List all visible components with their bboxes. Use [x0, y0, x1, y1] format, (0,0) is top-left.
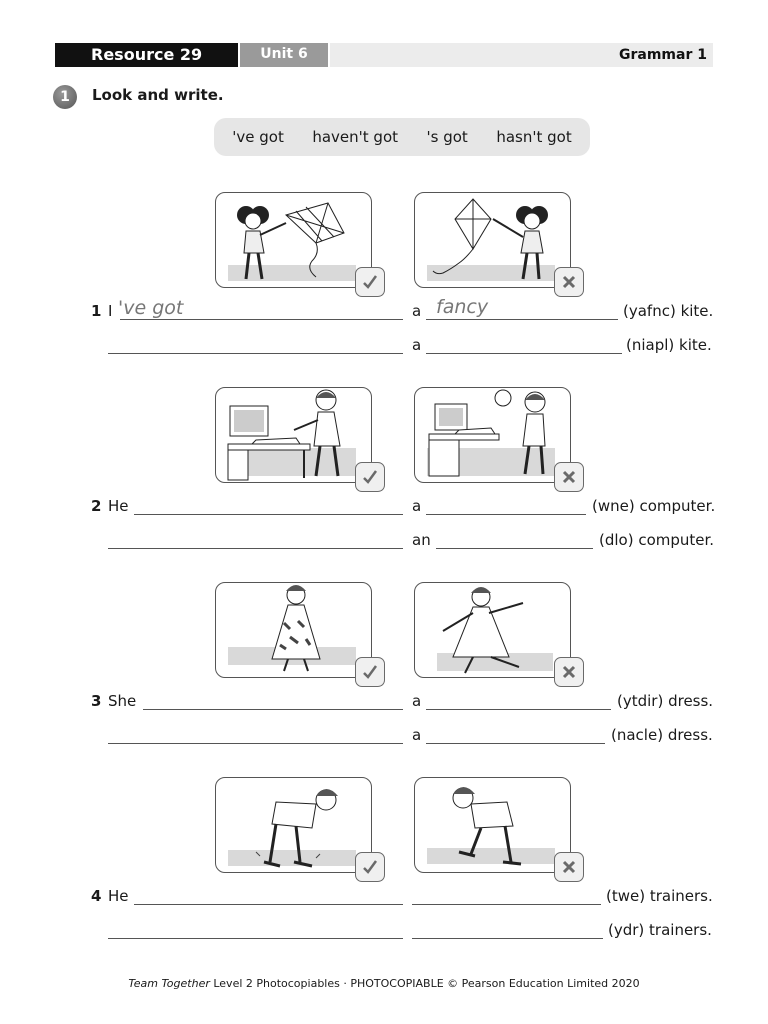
clue: (dlo) computer.	[599, 531, 715, 549]
answer-blank[interactable]	[426, 514, 586, 515]
answer-blank[interactable]	[412, 904, 601, 905]
answer-blank[interactable]	[426, 353, 622, 354]
cross-icon	[562, 665, 576, 679]
article: a	[412, 726, 422, 744]
answer-blank[interactable]	[426, 743, 605, 744]
word-box: 've got haven't got 's got hasn't got	[214, 118, 590, 156]
answer-blank[interactable]	[143, 709, 403, 710]
answer-blank[interactable]	[108, 353, 403, 354]
unit-label: Unit 6	[240, 43, 328, 67]
answer-blank[interactable]	[134, 514, 403, 515]
item-number: 2	[91, 497, 102, 515]
exercise-title: Look and write.	[92, 86, 224, 104]
picture-boy-dry-trainers	[414, 777, 584, 882]
clue: (ydr) trainers.	[608, 921, 712, 939]
check-mark-box	[355, 267, 385, 297]
footer-text: Level 2 Photocopiables · PHOTOCOPIABLE ©…	[209, 977, 640, 990]
check-mark-box	[355, 462, 385, 492]
item-number: 4	[91, 887, 102, 905]
picture-boy-old-computer	[414, 387, 584, 492]
page-footer: Team Together Level 2 Photocopiables · P…	[0, 977, 768, 990]
item-number: 1	[91, 302, 102, 320]
example-answer: 've got	[118, 297, 184, 319]
series-title: Team Together	[128, 977, 210, 990]
cross-icon	[562, 860, 576, 874]
article: a	[412, 336, 422, 354]
item-subject: He	[108, 497, 129, 515]
answer-blank[interactable]	[436, 548, 593, 549]
answer-blank[interactable]	[120, 319, 403, 320]
cross-icon	[562, 275, 576, 289]
resource-label: Resource 29	[55, 43, 238, 67]
answer-blank[interactable]	[134, 904, 403, 905]
check-mark-box	[355, 852, 385, 882]
page-header: Resource 29 Unit 6 Grammar 1	[55, 43, 713, 67]
picture-girl-dirty-dress	[215, 582, 385, 687]
cross-mark-box	[554, 657, 584, 687]
clue: (niapl) kite.	[626, 336, 712, 354]
item-subject: He	[108, 887, 129, 905]
check-icon	[363, 470, 378, 484]
word-option: hasn't got	[496, 128, 572, 146]
picture-boy-wet-trainers	[215, 777, 385, 882]
check-icon	[363, 860, 378, 874]
answer-blank[interactable]	[412, 938, 603, 939]
picture-girl-plain-kite	[414, 192, 584, 297]
word-option: 've got	[232, 128, 284, 146]
word-option: haven't got	[312, 128, 399, 146]
answer-blank[interactable]	[426, 319, 618, 320]
clue: (ytdir) dress.	[617, 692, 714, 710]
example-answer: fancy	[436, 296, 489, 318]
answer-blank[interactable]	[108, 548, 403, 549]
word-option: 's got	[426, 128, 468, 146]
item-subject: She	[108, 692, 137, 710]
picture-girl-fancy-kite	[215, 192, 385, 297]
answer-blank[interactable]	[108, 938, 403, 939]
article: a	[412, 302, 422, 320]
answer-blank[interactable]	[108, 743, 403, 744]
check-icon	[363, 665, 378, 679]
cross-icon	[562, 470, 576, 484]
clue: (nacle) dress.	[611, 726, 713, 744]
cross-mark-box	[554, 852, 584, 882]
clue: (yafnc) kite.	[623, 302, 714, 320]
answer-blank[interactable]	[426, 709, 611, 710]
item-number: 3	[91, 692, 102, 710]
exercise-number: 1	[53, 85, 77, 109]
cross-mark-box	[554, 267, 584, 297]
section-label: Grammar 1	[330, 43, 713, 67]
picture-girl-clean-dress	[414, 582, 584, 687]
clue: (wne) computer.	[592, 497, 716, 515]
article: a	[412, 692, 422, 710]
check-mark-box	[355, 657, 385, 687]
cross-mark-box	[554, 462, 584, 492]
check-icon	[363, 275, 378, 289]
picture-boy-new-computer	[215, 387, 385, 492]
item-subject: I	[108, 302, 113, 320]
clue: (twe) trainers.	[606, 887, 713, 905]
article: a	[412, 497, 422, 515]
article: an	[412, 531, 431, 549]
